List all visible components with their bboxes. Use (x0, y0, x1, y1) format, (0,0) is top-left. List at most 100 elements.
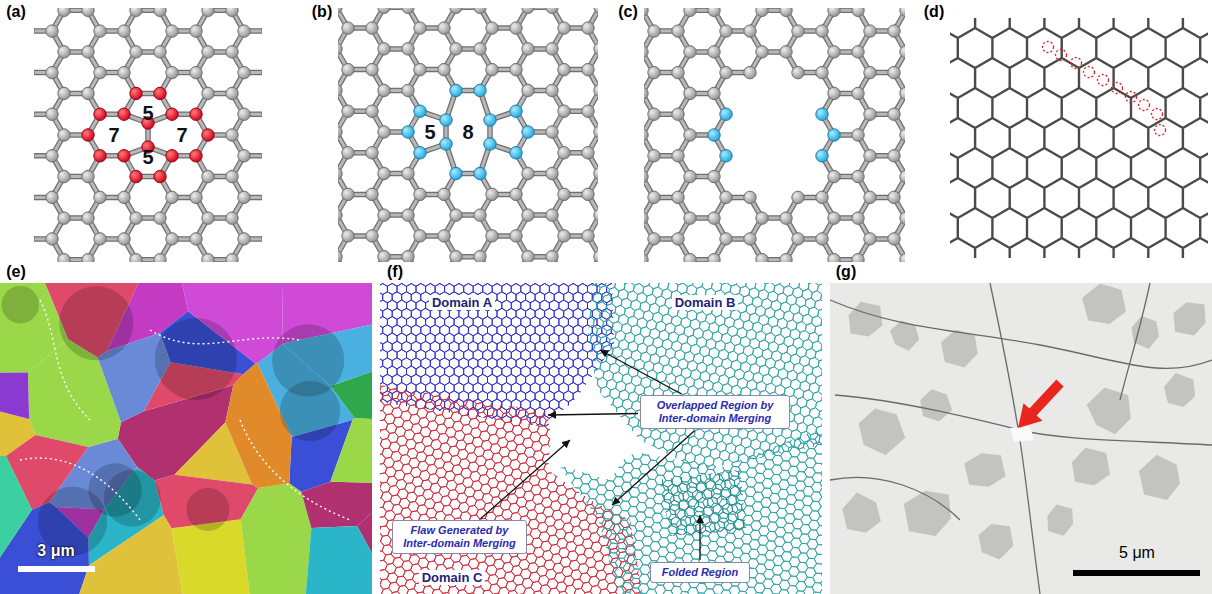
carbon-atom (708, 46, 720, 58)
carbon-atom (522, 84, 534, 96)
carbon-atom (816, 191, 828, 203)
carbon-atom (238, 108, 250, 120)
carbon-atom (342, 147, 354, 159)
carbon-atom (828, 87, 840, 99)
carbon-atom (190, 191, 202, 203)
wrinkle (990, 283, 1040, 594)
carbon-atom (118, 66, 130, 78)
carbon-atom (594, 126, 598, 138)
carbon-atom (202, 170, 214, 182)
carbon-atom (402, 126, 414, 138)
carbon-atom (46, 25, 58, 37)
carbon-atom (82, 129, 94, 141)
graphene-island (859, 409, 906, 456)
carbon-atom (828, 212, 840, 224)
carbon-atom (118, 233, 130, 245)
carbon-atom (190, 233, 202, 245)
carbon-atom (34, 25, 35, 37)
carbon-atom (46, 233, 58, 245)
carbon-atom (546, 43, 558, 55)
carbon-atom (342, 105, 354, 117)
boundary-trace (150, 330, 300, 344)
domain-lattice (322, 300, 700, 594)
carbon-atom (58, 212, 70, 224)
label-holder: Domain C (419, 570, 486, 585)
leader-arrow (600, 350, 681, 394)
carbon-atom (378, 251, 390, 262)
carbon-atom (522, 209, 534, 221)
carbon-atom (414, 22, 426, 34)
grain-map (0, 283, 372, 594)
carbon-atom (202, 212, 214, 224)
carbon-atom (166, 66, 178, 78)
carbon-atom (720, 66, 732, 78)
vacancy-mark (1152, 109, 1163, 120)
carbon-atom (900, 87, 905, 99)
carbon-atom (900, 170, 905, 182)
carbon-atom (226, 254, 238, 262)
carbon-atom (238, 66, 250, 78)
carbon-atom (450, 167, 462, 179)
carbon-atom (366, 147, 378, 159)
carbon-atom (510, 230, 522, 242)
carbon-atom (864, 66, 876, 78)
carbon-atom (900, 8, 905, 16)
carbon-atom (684, 46, 696, 58)
carbon-atom (46, 108, 58, 120)
carbon-atom (756, 254, 768, 262)
carbon-atom (414, 188, 426, 200)
ring-size-number: 7 (108, 124, 119, 146)
domain-label: Domain C (419, 570, 486, 585)
carbon-atom (414, 105, 426, 117)
carbon-atom (792, 233, 804, 245)
carbon-atom (558, 147, 570, 159)
carbon-atom (582, 22, 594, 34)
carbon-atom (154, 170, 166, 182)
vacancy-mark (1084, 67, 1095, 78)
carbon-atom (438, 188, 450, 200)
carbon-atom (58, 170, 70, 182)
carbon-atom (474, 8, 486, 13)
carbon-atom (708, 129, 720, 141)
graphene-island (1164, 373, 1195, 407)
carbon-atom (450, 209, 462, 221)
carbon-atom (900, 129, 905, 141)
carbon-atom (648, 66, 660, 78)
graphene-island (1072, 448, 1110, 486)
carbon-atom (378, 126, 390, 138)
vacancy-line-marks (1043, 42, 1166, 136)
carbon-atom (828, 170, 840, 182)
carbon-atom (366, 22, 378, 34)
grain-domain (301, 482, 372, 528)
carbon-atom (378, 8, 390, 13)
carbon-atom (130, 212, 142, 224)
carbon-atom (262, 66, 263, 78)
carbon-bond (644, 8, 905, 262)
carbon-atom (486, 230, 498, 242)
graphene-island (979, 524, 1014, 559)
carbon-atom (792, 25, 804, 37)
carbon-atom (684, 87, 696, 99)
carbon-atom (852, 46, 864, 58)
grain-domain (0, 456, 32, 557)
carbon-atom (474, 251, 486, 262)
label-holder: (g) (836, 263, 856, 281)
graphene-island (964, 453, 1005, 486)
carbon-atom (648, 150, 660, 162)
carbon-atom (744, 25, 756, 37)
carbon-atom (82, 212, 94, 224)
carbon-atom (474, 209, 486, 221)
carbon-atom (226, 46, 238, 58)
carbon-atom (338, 43, 342, 55)
carbon-atom (582, 105, 594, 117)
carbon-atom (522, 126, 534, 138)
carbon-atom (558, 230, 570, 242)
carbon-atom (202, 87, 214, 99)
annotation-text: Overlapped Region by Inter-domain Mergin… (646, 399, 784, 425)
carbon-atom (414, 230, 426, 242)
label-holder: (a) (6, 3, 26, 21)
carbon-atom (378, 209, 390, 221)
label-holder: (f) (387, 263, 403, 281)
leader-arrow (481, 440, 570, 519)
carbon-atom (816, 25, 828, 37)
